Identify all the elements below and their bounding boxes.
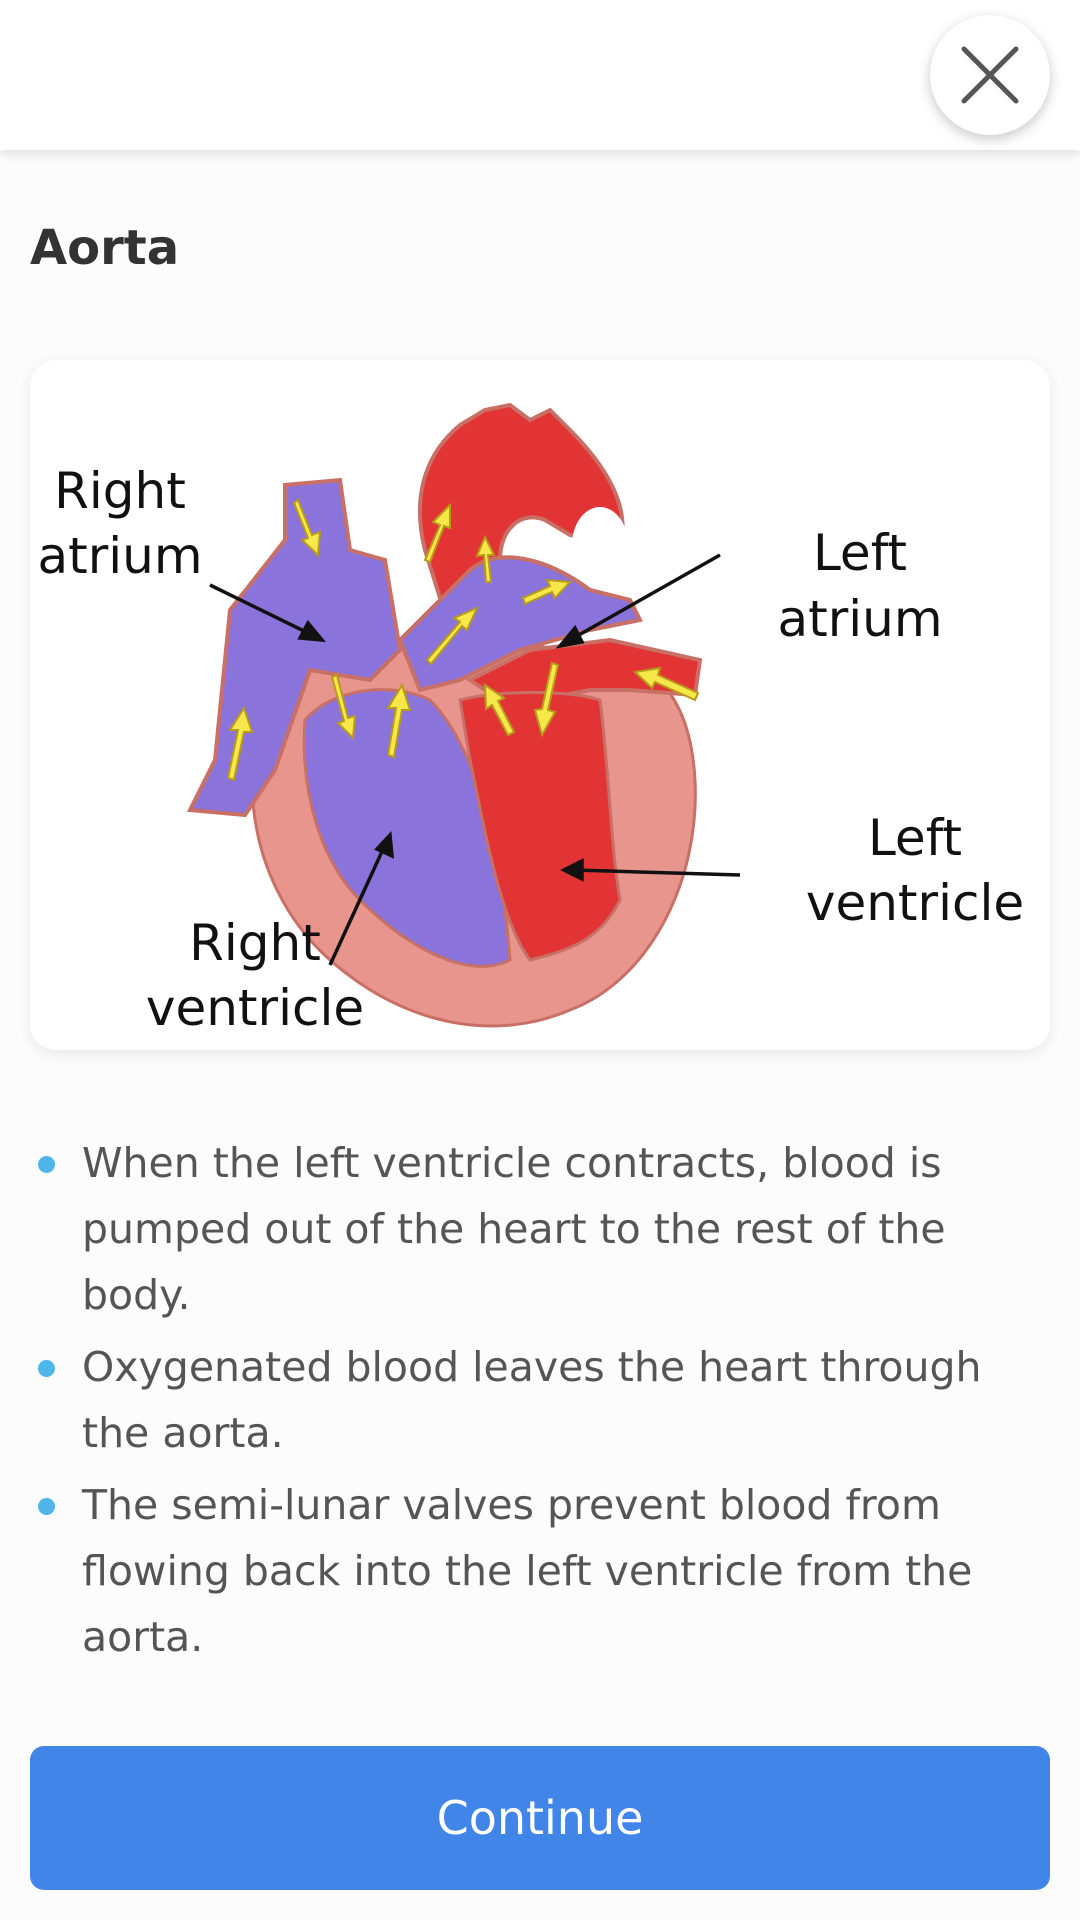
right-ventricle-label-line1: Right [189, 914, 321, 972]
list-item-text: Oxygenated blood leaves the heart throug… [82, 1343, 982, 1457]
right-atrium-label-line2: atrium [37, 527, 202, 585]
page-title: Aorta [30, 220, 180, 276]
label-pointers [209, 553, 741, 966]
right-atrium-label-line1: Right [54, 462, 186, 520]
heart-diagram-card: Right atrium Left atrium Left ventricle … [30, 360, 1050, 1050]
blood-flow-arrows [226, 498, 700, 782]
left-ventricle-label-line2: ventricle [806, 874, 1024, 932]
info-list: When the left ventricle contracts, blood… [30, 1130, 1030, 1676]
left-atrium-label-line1: Left [813, 524, 907, 582]
bullet-dot [38, 1360, 55, 1377]
bullet-dot [38, 1156, 55, 1173]
top-bar [0, 0, 1080, 150]
left-atrium-label-line2: atrium [777, 590, 942, 648]
list-item-text: The semi-lunar valves prevent blood from… [82, 1481, 973, 1661]
right-ventricle-label-line2: ventricle [146, 979, 364, 1037]
list-item-text: When the left ventricle contracts, blood… [82, 1139, 946, 1319]
heart-diagram: Right atrium Left atrium Left ventricle … [37, 402, 1024, 1037]
close-icon [961, 46, 1019, 104]
list-item: Oxygenated blood leaves the heart throug… [30, 1334, 1030, 1466]
left-ventricle-label-line1: Left [868, 809, 962, 867]
list-item: The semi-lunar valves prevent blood from… [30, 1472, 1030, 1670]
list-item: When the left ventricle contracts, blood… [30, 1130, 1030, 1328]
close-button[interactable] [930, 15, 1050, 135]
left-ventricle-shape [458, 691, 622, 962]
bullet-dot [38, 1498, 55, 1515]
continue-button[interactable]: Continue [30, 1746, 1050, 1890]
